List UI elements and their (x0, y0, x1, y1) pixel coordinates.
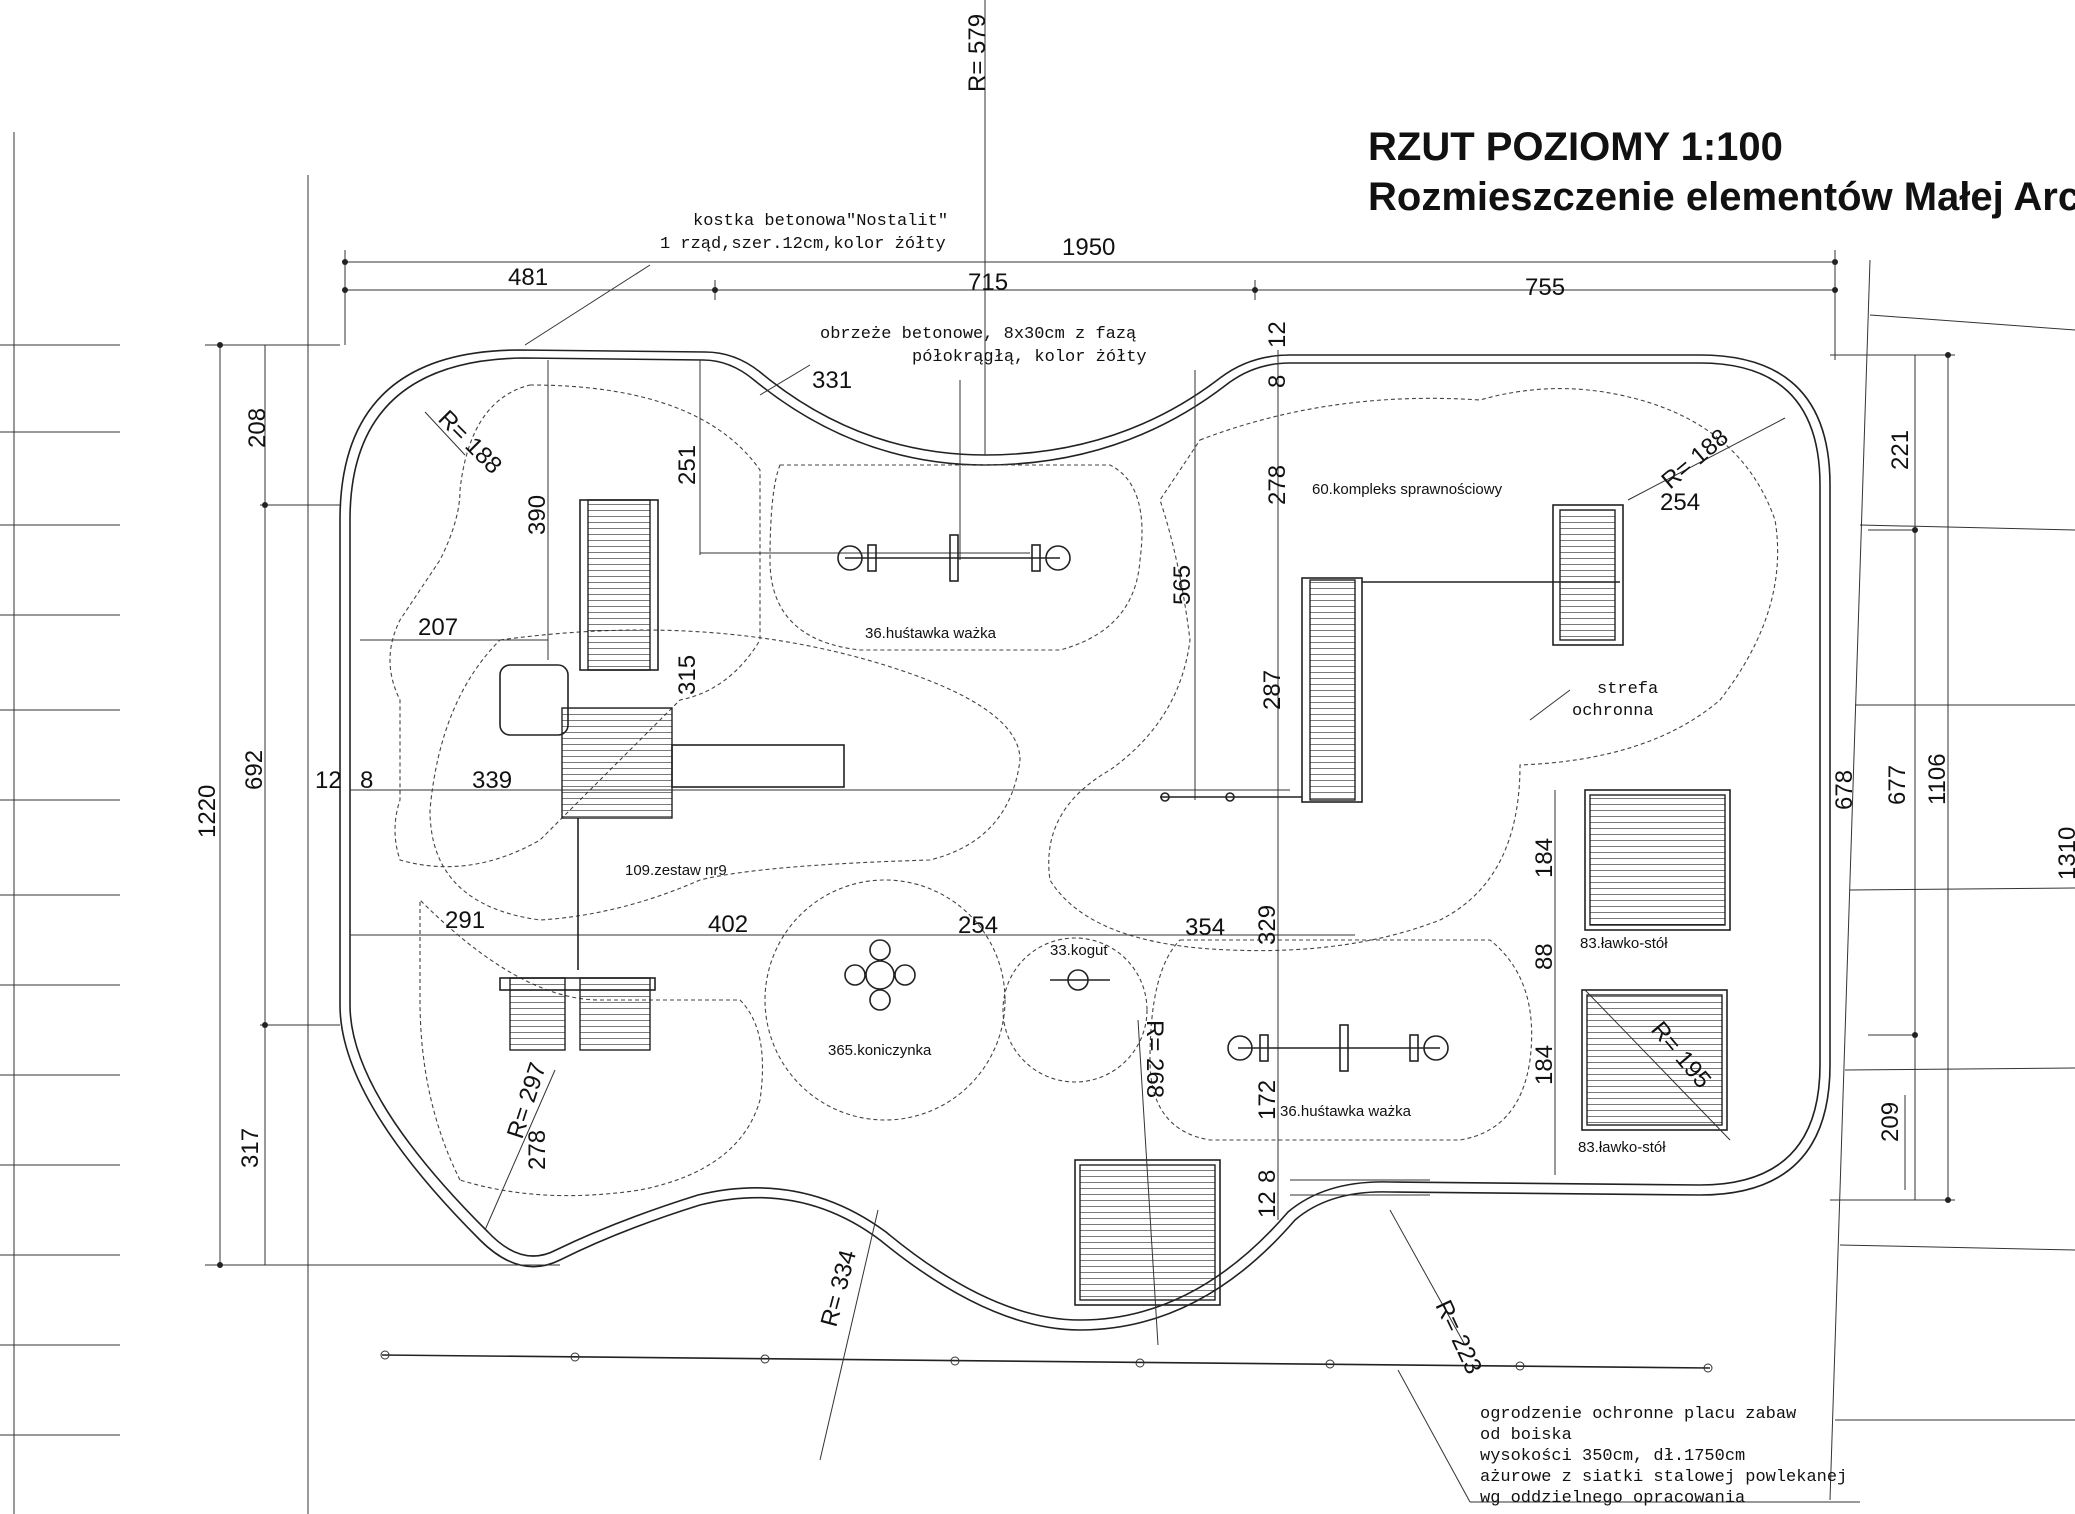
dim-291: 291 (445, 907, 485, 934)
note-kostka-2: 1 rząd,szer.12cm,kolor żółty (660, 235, 946, 254)
dim-677: 677 (1884, 765, 1911, 805)
dim-565: 565 (1169, 565, 1196, 605)
note-ogrodzenie-1: ogrodzenie ochronne placu zabaw (1480, 1405, 1797, 1424)
dim-481: 481 (508, 264, 548, 291)
radius-579: R= 579 (964, 14, 991, 92)
label-lawko-1: 83.ławko-stół (1580, 935, 1668, 952)
koniczynka-equipment (844, 939, 916, 1011)
dim-354: 354 (1185, 914, 1225, 941)
dim-287: 287 (1259, 670, 1286, 710)
dim-172: 172 (1254, 1080, 1281, 1120)
dim-1950: 1950 (1062, 234, 1115, 261)
dim-390: 390 (524, 495, 551, 535)
dim-278b: 278 (524, 1130, 551, 1170)
note-obrzeze-2: półokrągłą, kolor żółty (912, 348, 1147, 367)
note-ogrodzenie-4: ażurowe z siatki stalowej powlekanej (1480, 1468, 1847, 1487)
dim-254b: 254 (1660, 489, 1700, 516)
dim-339: 339 (472, 767, 512, 794)
radius-arrows (424, 264, 1860, 1503)
note-obrzeze-1: obrzeże betonowe, 8x30cm z fazą (820, 325, 1136, 344)
label-hustawka-2: 36.huśtawka ważka (1280, 1103, 1412, 1120)
dim-8a: 8 (1264, 375, 1291, 388)
hustawka-bottom-equipment (1227, 1024, 1449, 1072)
drawing-title: RZUT POZIOMY 1:100 (1368, 125, 1783, 169)
label-kompleks: 60.kompleks sprawnościowy (1312, 481, 1503, 498)
surrounding-lines (0, 132, 2075, 1514)
label-koniczynka: 365.koniczynka (828, 1042, 932, 1059)
dim-315: 315 (674, 655, 701, 695)
dim-221: 221 (1887, 430, 1914, 470)
dim-1220: 1220 (194, 785, 221, 838)
dim-1106: 1106 (1924, 753, 1951, 805)
label-hustawka-1: 36.huśtawka ważka (865, 625, 997, 642)
kogut-zone (1002, 937, 1148, 1083)
radius-297: R= 297 (502, 1059, 552, 1142)
dim-12c: 12 (1254, 1191, 1281, 1218)
note-ogrodzenie-2: od boiska (1480, 1426, 1572, 1445)
dim-329: 329 (1254, 905, 1281, 945)
kompleks-equipment (1160, 504, 1624, 803)
dim-207: 207 (418, 614, 458, 641)
label-kogut: 33.kogut (1050, 942, 1108, 959)
radius-268: R= 268 (1141, 1020, 1168, 1098)
dim-331: 331 (812, 367, 852, 394)
dim-184a: 184 (1531, 838, 1558, 878)
label-zestaw: 109.zestaw nr9 (625, 862, 727, 879)
koniczynka-zone (764, 879, 1006, 1121)
dim-715: 715 (968, 269, 1008, 296)
dim-1310: 1310 (2054, 827, 2075, 880)
label-lawko-2: 83.ławko-stół (1578, 1139, 1666, 1156)
dim-254a: 254 (958, 912, 998, 939)
note-strefa-2: ochronna (1572, 702, 1654, 721)
kogut-equipment (1050, 969, 1110, 991)
dim-208: 208 (244, 408, 271, 448)
radius-188b: R= 188 (1657, 424, 1734, 495)
zestaw-nr9-equipment (499, 499, 845, 1051)
dim-8b: 8 (360, 767, 373, 794)
dim-12a: 12 (1264, 321, 1291, 348)
dim-402: 402 (708, 911, 748, 938)
dim-278a: 278 (1264, 465, 1291, 505)
dim-12b: 12 (315, 767, 342, 794)
note-ogrodzenie-3: wysokości 350cm, dł.1750cm (1480, 1447, 1745, 1466)
dim-755: 755 (1525, 274, 1565, 301)
dim-317: 317 (237, 1128, 264, 1168)
dim-88: 88 (1531, 943, 1558, 970)
dim-251: 251 (674, 445, 701, 485)
radius-334: R= 334 (816, 1247, 862, 1329)
note-kostka-1: kostka betonowa"Nostalit" (693, 212, 948, 231)
fence-line (380, 1350, 1713, 1373)
safety-zones (389, 384, 1779, 1197)
hustawka-top-equipment (837, 534, 1071, 582)
note-strefa-1: strefa (1597, 680, 1658, 699)
dim-692: 692 (241, 750, 268, 790)
radius-188a: R= 188 (433, 405, 507, 479)
dim-8c: 8 (1254, 1170, 1281, 1183)
dimension-lines (205, 0, 1955, 1268)
dim-209: 209 (1877, 1102, 1904, 1142)
playground-boundary (339, 349, 1831, 1331)
note-ogrodzenie-5: wg oddzielnego opracowania (1480, 1489, 1745, 1508)
drawing-subtitle: Rozmieszczenie elementów Małej Arch (1368, 175, 2075, 219)
dim-184b: 184 (1531, 1045, 1558, 1085)
dim-678: 678 (1831, 770, 1858, 810)
lawko-stol-equipment (1074, 789, 1731, 1306)
